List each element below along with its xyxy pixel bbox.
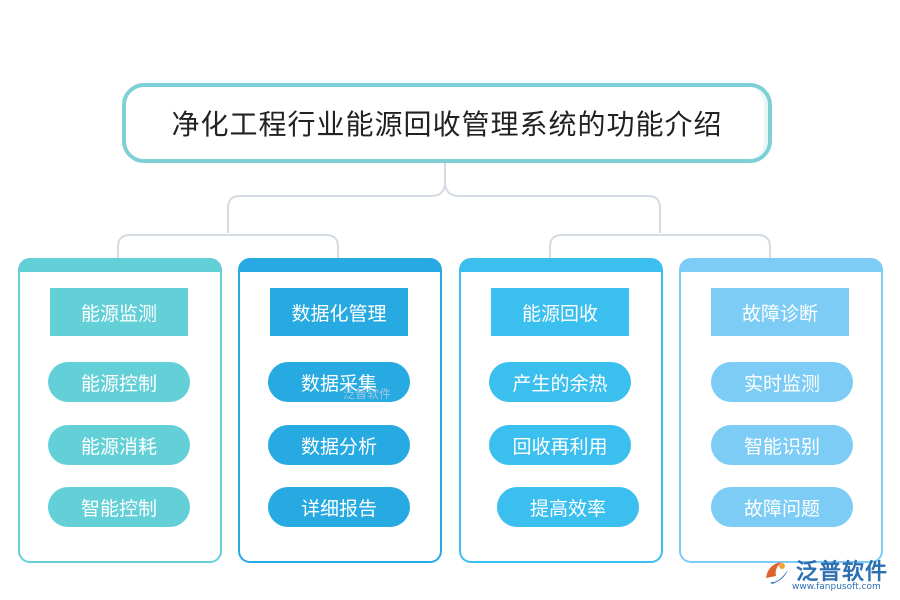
category-card-data-management: 数据化管理 数据采集 数据分析 详细报告 <box>238 258 442 563</box>
feature-pill: 数据分析 <box>268 425 410 465</box>
feature-pill: 故障问题 <box>711 487 853 527</box>
category-header: 数据化管理 <box>268 286 410 338</box>
logo-name: 泛普软件 <box>796 560 889 585</box>
category-card-fault-diagnosis: 故障诊断 实时监测 智能识别 故障问题 <box>679 258 883 563</box>
category-header: 能源监测 <box>48 286 190 338</box>
feature-pill: 提高效率 <box>497 487 639 527</box>
feature-pill: 回收再利用 <box>489 425 631 465</box>
feature-pill: 能源消耗 <box>48 425 190 465</box>
category-header: 故障诊断 <box>709 286 851 338</box>
category-header: 能源回收 <box>489 286 631 338</box>
category-card-energy-monitoring: 能源监测 能源控制 能源消耗 智能控制 <box>18 258 222 563</box>
logo-icon <box>766 562 788 584</box>
feature-pill: 详细报告 <box>268 487 410 527</box>
logo-url: www.fanpusoft.com <box>792 582 881 592</box>
feature-pill: 实时监测 <box>711 362 853 402</box>
feature-pill: 智能控制 <box>48 487 190 527</box>
category-card-energy-recovery: 能源回收 产生的余热 回收再利用 提高效率 <box>459 258 663 563</box>
title-box: 净化工程行业能源回收管理系统的功能介绍 <box>122 83 772 163</box>
watermark-text: 泛普软件 <box>343 387 392 401</box>
feature-pill: 产生的余热 <box>489 362 631 402</box>
page-title: 净化工程行业能源回收管理系统的功能介绍 <box>171 108 723 141</box>
feature-pill: 能源控制 <box>48 362 190 402</box>
brand-logo: 泛普软件 www.fanpusoft.com <box>762 552 892 596</box>
feature-pill: 智能识别 <box>711 425 853 465</box>
feature-pill: 数据采集 <box>268 362 410 402</box>
